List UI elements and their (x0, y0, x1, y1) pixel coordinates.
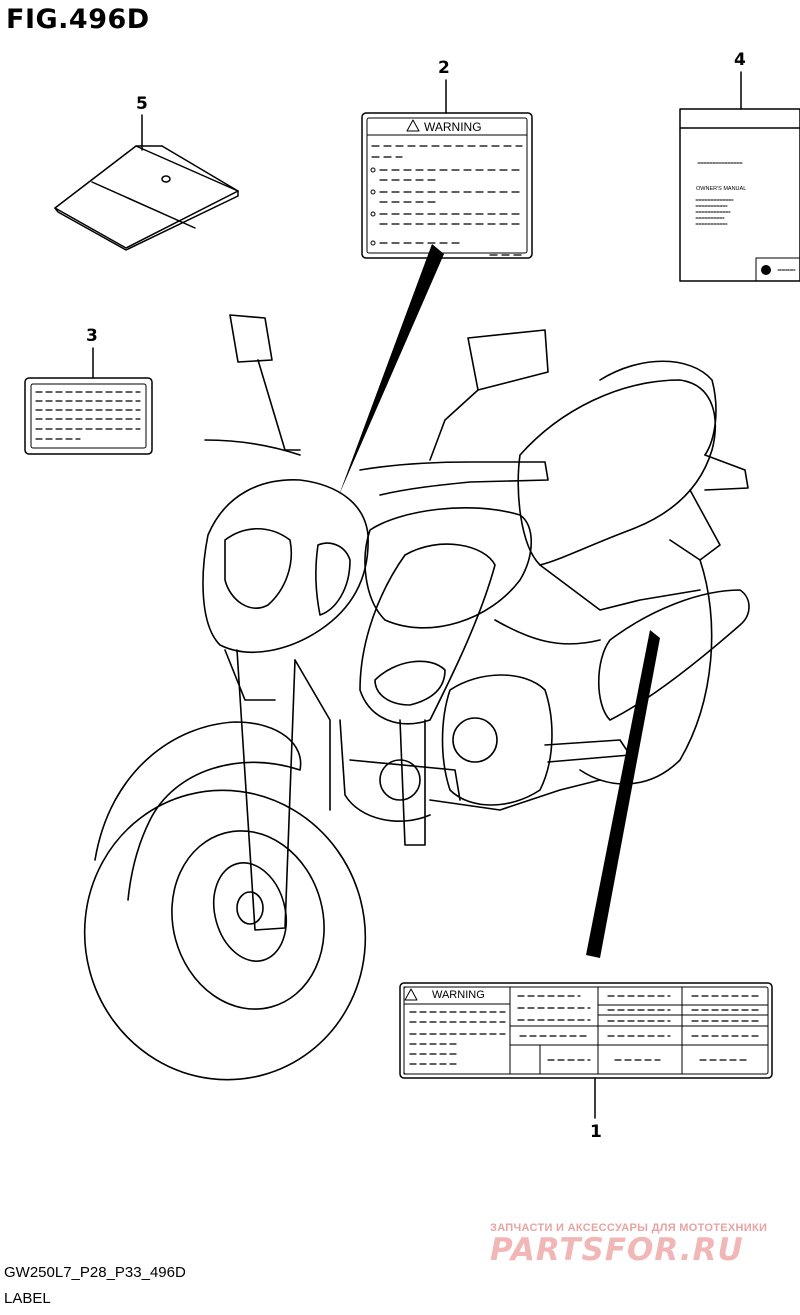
motorcycle-outline (83, 314, 750, 1081)
callout-3: 3 (86, 326, 98, 346)
callout-4: 4 (734, 50, 746, 70)
callout-2: 2 (438, 58, 450, 78)
watermark-brand: PARTSFOR.RU (490, 1232, 744, 1268)
part-1-warning-text: WARNING (432, 989, 485, 1001)
part-4-owners-manual[interactable] (679, 108, 800, 282)
leader-wedge-2 (339, 244, 444, 495)
section-name: LABEL (4, 1290, 51, 1307)
figure-title: FIG.496D (6, 4, 150, 35)
callout-1: 1 (590, 1122, 602, 1142)
watermark-tagline: ЗАПЧАСТИ И АКСЕССУАРЫ ДЛЯ МОТОТЕХНИКИ (490, 1222, 768, 1234)
callout-5: 5 (136, 94, 148, 114)
part-1-warning-label[interactable] (399, 982, 773, 1079)
manual-cover-title: OWNER'S MANUAL (696, 186, 747, 192)
part-3-label[interactable] (24, 377, 153, 455)
part-2-warning-text: WARNING (424, 120, 482, 134)
part-2-warning-label[interactable] (361, 112, 533, 259)
leader-wedge-1 (586, 630, 660, 958)
part-5-sheet[interactable] (54, 145, 239, 251)
model-code: GW250L7_P28_P33_496D (4, 1264, 186, 1281)
